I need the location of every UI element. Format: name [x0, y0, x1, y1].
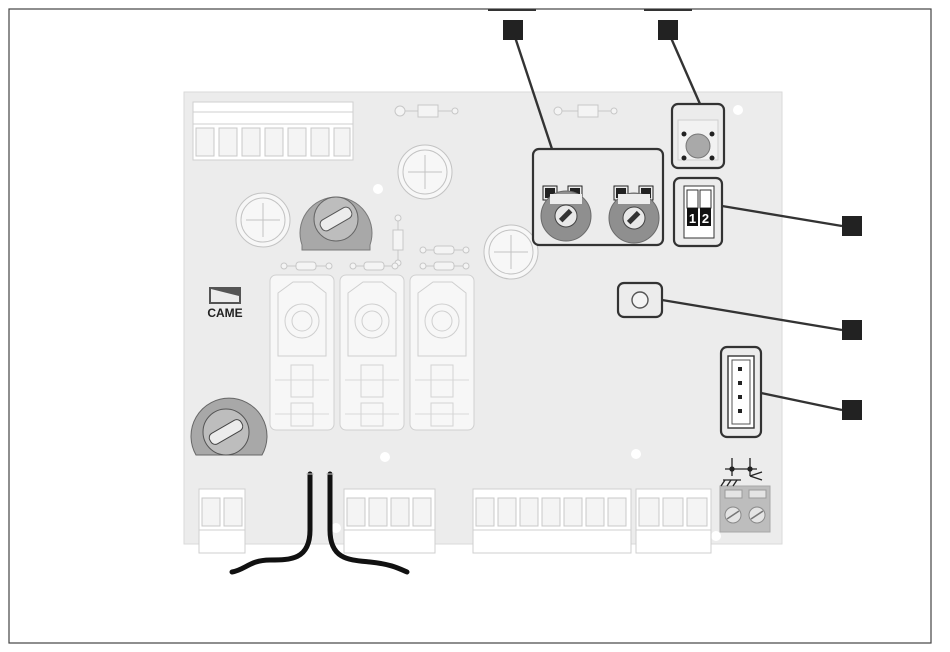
terminal-block-bottom-3 — [473, 489, 631, 553]
push-button — [672, 104, 724, 168]
capacitor-2 — [236, 193, 290, 247]
came-logo: CAME — [207, 287, 242, 320]
relay-2 — [340, 275, 404, 430]
relay-1 — [270, 275, 334, 430]
terminal-block-top-left — [193, 102, 353, 160]
callout-marker-connector — [842, 400, 862, 420]
relay-3 — [410, 275, 474, 430]
terminal-block-bottom-1 — [199, 489, 245, 553]
callout-marker-dip-switch — [842, 216, 862, 236]
dip-switch-label-2: 2 — [702, 211, 709, 226]
callout-marker-led — [842, 320, 862, 340]
terminal-block-bottom-4 — [636, 489, 711, 553]
callout-marker-push-button — [658, 20, 678, 40]
trimmers-group — [533, 149, 663, 245]
callout-marker-trimmers — [503, 20, 523, 40]
dip-switch-label-1: 1 — [689, 211, 696, 226]
antenna-terminal — [720, 486, 770, 532]
dip-switch: 1 2 — [674, 178, 722, 246]
capacitor-3 — [484, 225, 538, 279]
connector — [721, 347, 761, 437]
came-logo-text: CAME — [207, 306, 242, 320]
terminal-block-bottom-2 — [344, 489, 435, 553]
capacitor-1 — [398, 145, 452, 199]
led-indicator — [618, 283, 662, 317]
